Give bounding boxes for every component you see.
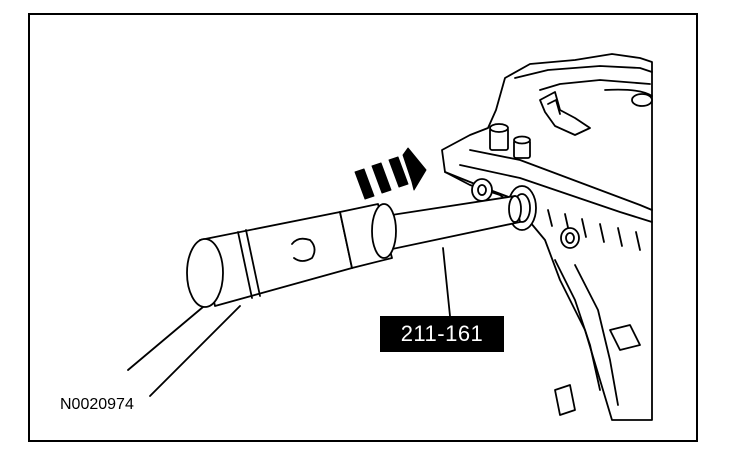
leader-lines xyxy=(127,247,451,397)
figure-frame xyxy=(28,13,698,442)
tool-number-label: 211-161 xyxy=(380,316,504,352)
direction-arrow xyxy=(354,147,427,200)
figure-id: N0020974 xyxy=(60,396,134,413)
transmission-housing xyxy=(441,53,653,421)
tool-handle xyxy=(186,203,397,308)
